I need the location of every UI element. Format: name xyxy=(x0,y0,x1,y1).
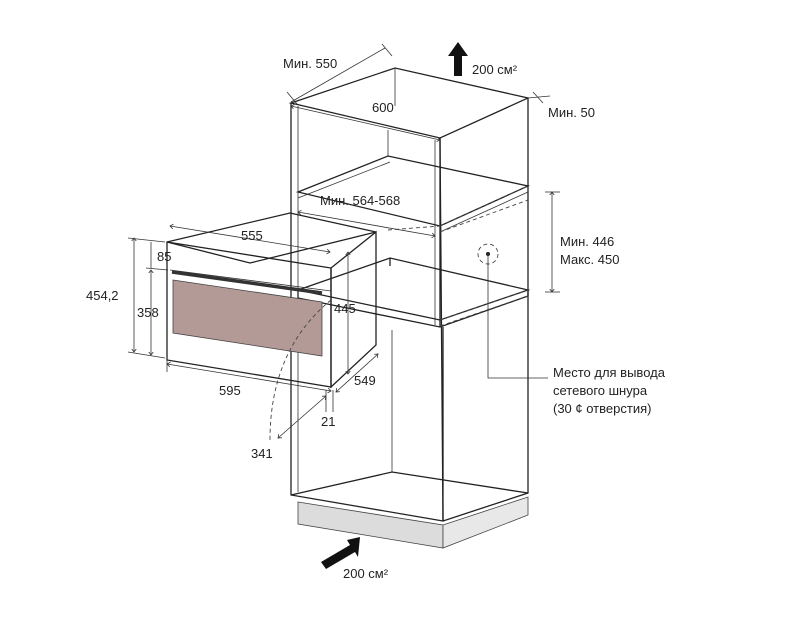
upper-shelf xyxy=(295,155,531,227)
label-445: 445 xyxy=(334,301,356,316)
label-cord-line-1: Место для вывода xyxy=(553,365,666,380)
label-454-2: 454,2 xyxy=(86,288,119,303)
label-595: 595 xyxy=(219,383,241,398)
label-min-564-568: Мин. 564-568 xyxy=(320,193,400,208)
label-min-446: Мин. 446 xyxy=(560,234,614,249)
label-85: 85 xyxy=(157,249,171,264)
cabinet-top xyxy=(288,67,531,139)
label-top-vent: 200 см² xyxy=(472,62,518,77)
label-341: 341 xyxy=(251,446,273,461)
label-21: 21 xyxy=(321,414,335,429)
label-358: 358 xyxy=(137,305,159,320)
cabinet-side xyxy=(442,98,529,522)
cabinet xyxy=(288,67,531,549)
label-max-450: Макс. 450 xyxy=(560,252,619,267)
label-cord-line-3: (30 ¢ отверстия) xyxy=(553,401,651,416)
label-549: 549 xyxy=(354,373,376,388)
bottom-vent-arrow-icon xyxy=(321,537,360,569)
oven-window xyxy=(172,279,323,357)
label-min-50: Мин. 50 xyxy=(548,105,595,120)
label-555: 555 xyxy=(241,228,263,243)
oven-handle xyxy=(171,270,323,295)
top-vent-arrow-icon xyxy=(448,42,468,76)
labels: Мин. 550 200 см² 600 Мин. 50 Мин. 564-56… xyxy=(86,56,666,581)
dimensions xyxy=(127,43,560,438)
label-cord-line-2: сетевого шнура xyxy=(553,383,648,398)
oven xyxy=(166,212,377,441)
label-min-550: Мин. 550 xyxy=(283,56,337,71)
cord-outlet xyxy=(477,243,548,379)
label-bottom-vent: 200 см² xyxy=(343,566,389,581)
label-600: 600 xyxy=(372,100,394,115)
cabinet-plinth-side xyxy=(442,496,529,549)
